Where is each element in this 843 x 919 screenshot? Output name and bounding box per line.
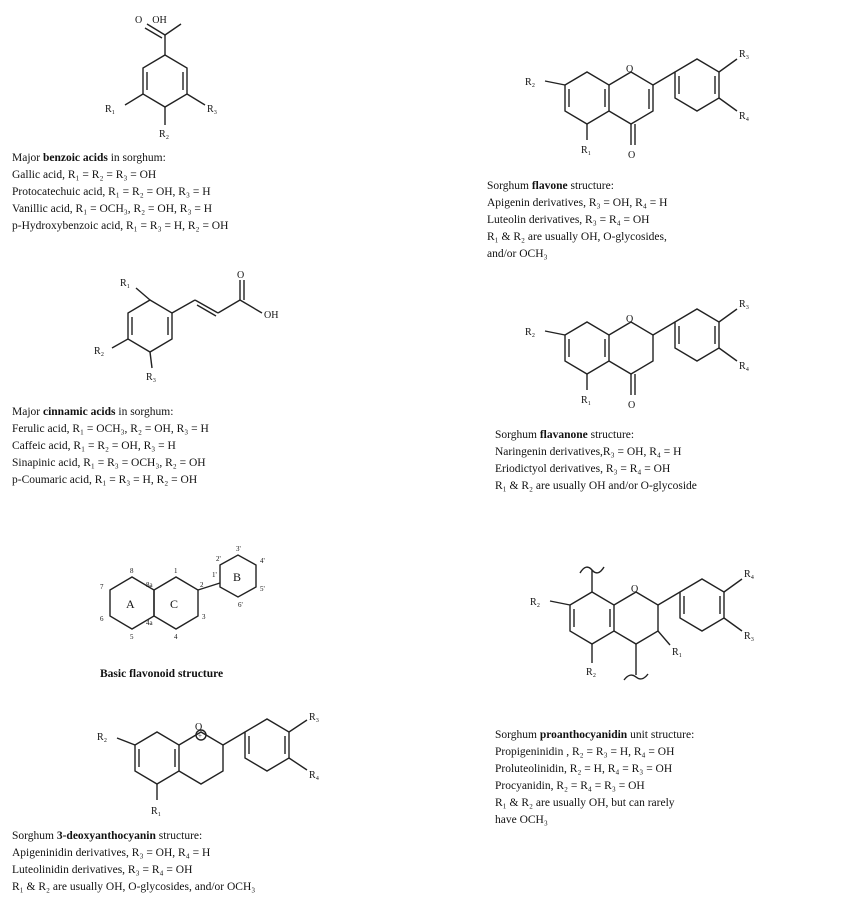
ring-a-label: A — [126, 597, 135, 611]
flavone-label-r3: R₃ — [739, 49, 749, 60]
position-label: 4a — [146, 619, 154, 627]
benzoic-label-acid: O OH — [135, 15, 167, 26]
flavone-label-o: O — [626, 64, 633, 75]
flavanone-caption: Sorghum flavanone structure: Naringenin … — [495, 427, 697, 495]
proantho-label-o: O — [631, 584, 638, 595]
flavone-label-co: O — [628, 150, 635, 161]
flavanone-caption-line: Eriodictyol derivatives, R₃ = R₄ = OH — [495, 463, 671, 475]
basic-flavonoid-caption: Basic flavonoid structure — [100, 666, 223, 683]
flavone-caption-line: Luteolin derivatives, R₃ = R₄ = OH — [487, 214, 650, 226]
flavanone-structure: O O R₂ R₁ R₃ R₄ — [505, 275, 805, 420]
benzoic-acid-structure: O OH R₁ R₃ R₂ — [95, 10, 245, 140]
benzoic-caption: Major benzoic acids in sorghum: Gallic a… — [12, 150, 228, 235]
deoxy-label-o: O — [195, 722, 202, 733]
benzoic-caption-line: Protocatechuic acid, R₁ = R₂ = OH, R₃ = … — [12, 186, 211, 198]
flavone-caption-title: Sorghum flavone structure: — [487, 180, 614, 192]
flavone-caption-line: Apigenin derivatives, R₃ = OH, R₄ = H — [487, 197, 668, 209]
deoxy-label-r1: R₁ — [151, 806, 161, 817]
benzoic-label-r2: R₂ — [159, 129, 169, 140]
basic-flavonoid-structure: A C B 1 2 3 4 4a 5 6 7 8 8a 1' 2' 3' 4' … — [80, 545, 280, 665]
proantho-label-r2-lower: R₂ — [586, 667, 596, 678]
flavanone-label-r3: R₃ — [739, 299, 749, 310]
position-label: 8 — [130, 567, 134, 575]
deoxy-caption-line: R₁ & R₂ are usually OH, O-glycosides, an… — [12, 881, 256, 893]
ring-b-label: B — [233, 570, 241, 584]
cinnamic-caption: Major cinnamic acids in sorghum: Ferulic… — [12, 404, 209, 489]
position-label: 8a — [146, 581, 154, 589]
cinnamic-label-o: O — [237, 270, 244, 281]
benzoic-caption-title: Major benzoic acids in sorghum: — [12, 152, 166, 164]
deoxy-label-r2: R₂ — [97, 732, 107, 743]
deoxy-caption-line: Apigeninidin derivatives, R₃ = OH, R₄ = … — [12, 847, 211, 859]
deoxy-caption-title: Sorghum 3-deoxyanthocyanin structure: — [12, 830, 203, 842]
flavone-label-r2: R₂ — [525, 77, 535, 88]
position-label: 1 — [174, 567, 178, 575]
deoxy-label-r3: R₃ — [309, 712, 319, 723]
flavone-label-r4: R₄ — [739, 111, 750, 122]
cinnamic-caption-line: Caffeic acid, R₁ = R₂ = OH, R₃ = H — [12, 440, 176, 452]
cinnamic-acid-structure: O OH R₁ R₂ R₃ — [80, 270, 330, 390]
cinnamic-caption-line: p-Coumaric acid, R₁ = R₃ = H, R₂ = OH — [12, 474, 198, 486]
position-label: 1' — [212, 571, 217, 579]
benzoic-label-r1: R₁ — [105, 104, 115, 115]
flavanone-label-r1: R₁ — [581, 395, 591, 406]
flavone-caption-line: R₁ & R₂ are usually OH, O-glycosides, — [487, 231, 667, 243]
cinnamic-label-r3: R₃ — [146, 372, 156, 383]
flavanone-label-co: O — [628, 400, 635, 411]
flavone-structure: O O R₂ R₁ R₃ R₄ — [505, 25, 805, 170]
benzoic-caption-line: Gallic acid, R₁ = R₂ = R₃ = OH — [12, 169, 157, 181]
proantho-label-r2: R₂ — [530, 597, 540, 608]
position-label: 6 — [100, 615, 104, 623]
deoxy-label-plus: + — [198, 732, 202, 740]
proantho-caption-line: Proluteolinidin, R₂ = H, R₄ = R₃ = OH — [495, 763, 673, 775]
cinnamic-label-r1: R₁ — [120, 278, 130, 289]
flavanone-label-r2: R₂ — [525, 327, 535, 338]
proanthocyanidin-structure: O R₁ R₂ R₂ R₄ R₃ — [510, 555, 810, 720]
proantho-caption-line: have OCH₃ — [495, 814, 548, 826]
basic-flavonoid-title: Basic flavonoid structure — [100, 668, 224, 680]
position-label: 5' — [260, 585, 265, 593]
position-label: 5 — [130, 633, 134, 641]
deoxyanthocyanin-structure: O + R₂ R₁ R₃ R₄ — [55, 700, 355, 825]
position-label: 3' — [236, 545, 241, 553]
flavone-caption: Sorghum flavone structure: Apigenin deri… — [487, 178, 667, 263]
flavone-caption-line: and/or OCH₃ — [487, 248, 548, 260]
proantho-label-r3: R₃ — [744, 631, 754, 642]
cinnamic-label-r2: R₂ — [94, 346, 104, 357]
flavanone-caption-line: Naringenin derivatives,R₃ = OH, R₄ = H — [495, 446, 682, 458]
position-label: 4 — [174, 633, 178, 641]
position-label: 2' — [216, 555, 221, 563]
deoxyanthocyanin-caption: Sorghum 3-deoxyanthocyanin structure: Ap… — [12, 828, 255, 896]
benzoic-caption-line: Vanillic acid, R₁ = OCH₃, R₂ = OH, R₃ = … — [12, 203, 212, 215]
cinnamic-caption-line: Ferulic acid, R₁ = OCH₃, R₂ = OH, R₃ = H — [12, 423, 209, 435]
flavanone-label-o: O — [626, 314, 633, 325]
proantho-caption-line: R₁ & R₂ are usually OH, but can rarely — [495, 797, 675, 809]
proantho-label-r1: R₁ — [672, 647, 682, 658]
proantho-caption-line: Propigeninidin , R₂ = R₃ = H, R₄ = OH — [495, 746, 675, 758]
benzoic-label-r3: R₃ — [207, 104, 217, 115]
position-label: 4' — [260, 557, 265, 565]
proantho-caption-line: Procyanidin, R₂ = R₄ = R₃ = OH — [495, 780, 645, 792]
position-label: 2 — [200, 581, 204, 589]
cinnamic-caption-line: Sinapinic acid, R₁ = R₃ = OCH₃, R₂ = OH — [12, 457, 206, 469]
benzoic-caption-line: p-Hydroxybenzoic acid, R₁ = R₃ = H, R₂ =… — [12, 220, 229, 232]
ring-c-label: C — [170, 597, 178, 611]
proanthocyanidin-caption: Sorghum proanthocyanidin unit structure:… — [495, 727, 694, 829]
position-label: 7 — [100, 583, 104, 591]
cinnamic-caption-title: Major cinnamic acids in sorghum: — [12, 406, 174, 418]
flavanone-caption-line: R₁ & R₂ are usually OH and/or O-glycosid… — [495, 480, 697, 492]
flavanone-label-r4: R₄ — [739, 361, 750, 372]
flavone-label-r1: R₁ — [581, 145, 591, 156]
deoxy-label-r4: R₄ — [309, 770, 320, 781]
position-label: 6' — [238, 601, 243, 609]
proantho-label-r4: R₄ — [744, 569, 755, 580]
deoxy-caption-line: Luteolinidin derivatives, R₃ = R₄ = OH — [12, 864, 193, 876]
position-label: 3 — [202, 613, 206, 621]
flavanone-caption-title: Sorghum flavanone structure: — [495, 429, 635, 441]
cinnamic-label-oh: OH — [264, 310, 278, 321]
proantho-caption-title: Sorghum proanthocyanidin unit structure: — [495, 729, 695, 741]
